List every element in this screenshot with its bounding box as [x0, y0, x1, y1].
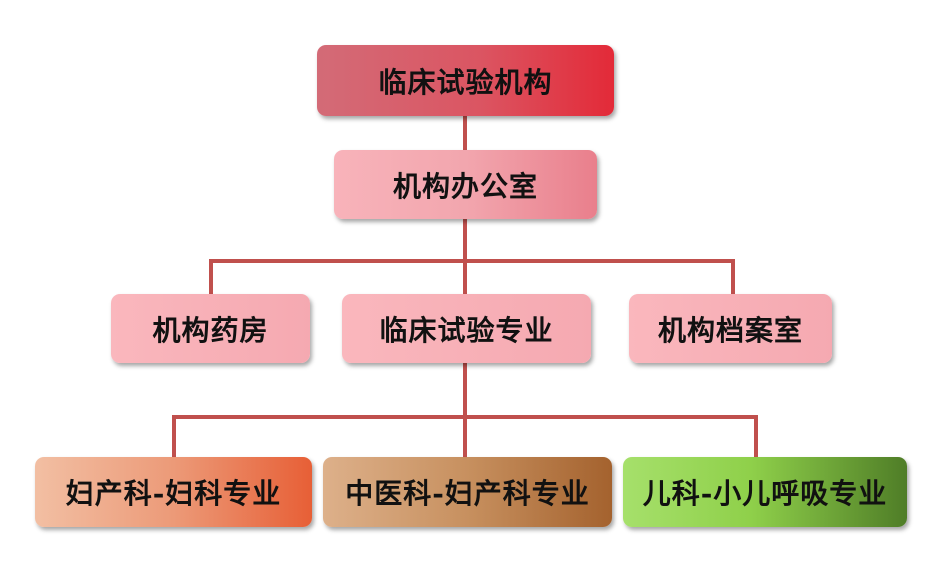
- node-label: 临床试验专业: [379, 313, 554, 347]
- node-label: 儿科-小儿呼吸专业: [642, 477, 888, 510]
- connector-to-gyn: [172, 415, 176, 457]
- node-institution-archive: 机构档案室: [629, 294, 832, 363]
- node-tcm-obgyn: 中医科-妇产科专业: [323, 457, 612, 527]
- connector-to-pharmacy: [209, 259, 213, 294]
- node-label: 妇产科-妇科专业: [65, 477, 282, 510]
- node-label: 中医科-妇产科专业: [345, 477, 590, 510]
- node-label: 临床试验机构: [378, 65, 553, 99]
- connector-root-office: [463, 116, 467, 150]
- connector-to-specialty: [463, 259, 467, 294]
- node-institution-office: 机构办公室: [334, 150, 597, 219]
- connector-to-pediatrics: [754, 415, 758, 457]
- node-label: 机构药房: [152, 313, 269, 347]
- node-obgyn-gynecology: 妇产科-妇科专业: [35, 457, 312, 527]
- node-pediatrics-respiratory: 儿科-小儿呼吸专业: [623, 457, 907, 527]
- connector-to-tcm: [463, 415, 467, 457]
- node-clinical-trial-specialty: 临床试验专业: [342, 294, 591, 363]
- node-clinical-trial-institution: 临床试验机构: [317, 45, 614, 116]
- connector-departments-bar: [209, 259, 735, 263]
- connector-to-archive: [731, 259, 735, 294]
- connector-office-down: [463, 219, 467, 261]
- node-label: 机构档案室: [657, 313, 803, 347]
- node-institution-pharmacy: 机构药房: [111, 294, 310, 363]
- node-label: 机构办公室: [392, 169, 538, 203]
- connector-specialty-down: [463, 363, 467, 417]
